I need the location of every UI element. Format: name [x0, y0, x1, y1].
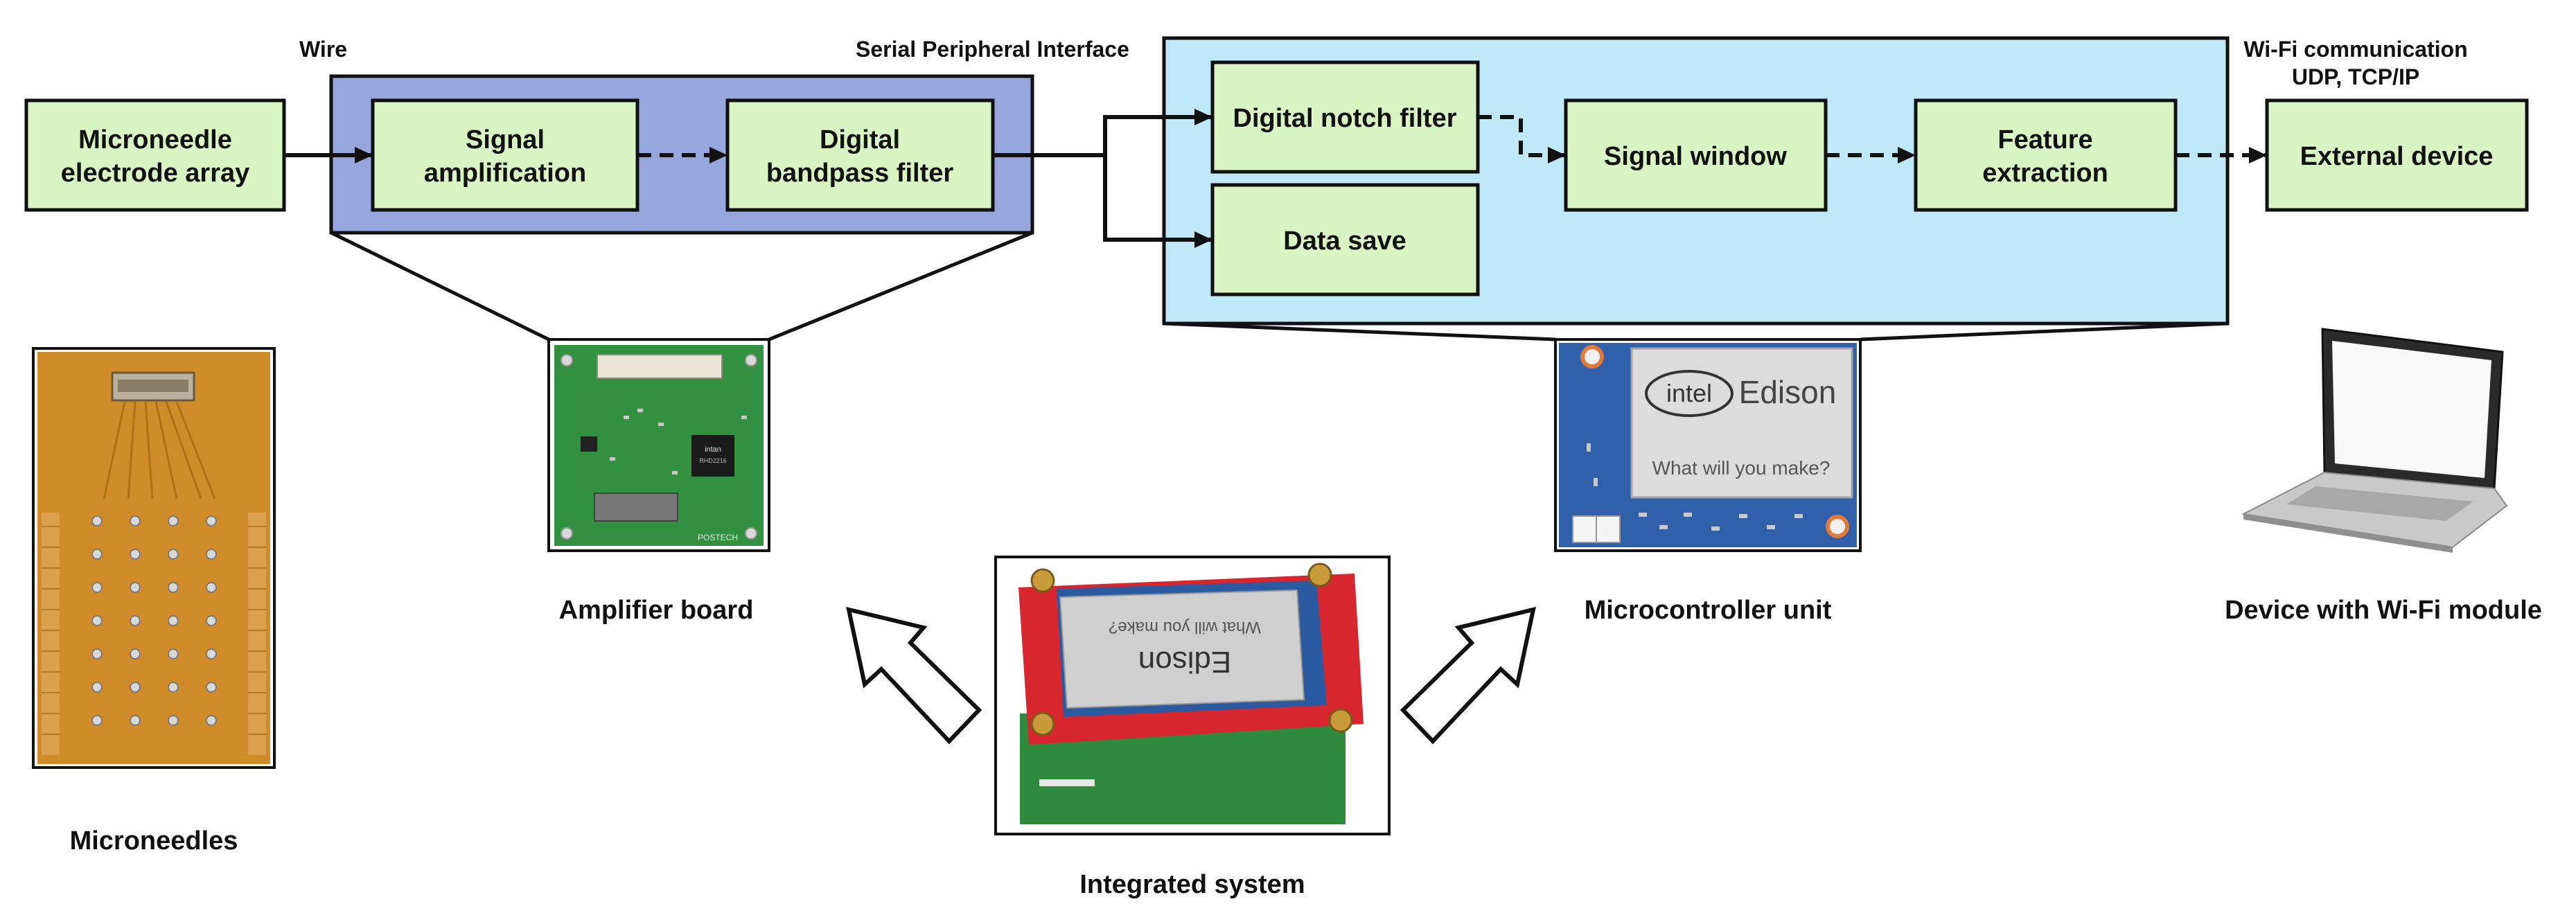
laptop-icon — [2241, 328, 2508, 553]
intel-logo-oval — [1645, 370, 1733, 417]
caption-mcu: Microcontroller unit — [1585, 596, 1832, 625]
box-electrode-line2: electrode array — [61, 159, 250, 188]
caption-integrated: Integrated system — [1079, 870, 1305, 899]
box-signal-amplification: Signal amplification — [371, 98, 639, 212]
label-wifi-line2: UDP, TCP/IP — [2292, 64, 2419, 89]
mcu-photo: intel Edison What will you make? — [1554, 338, 1862, 552]
box-bandpass-filter: Digital bandpass filter — [725, 98, 995, 212]
box-amp-line1: Signal — [466, 125, 545, 154]
box-external-label: External device — [2300, 142, 2494, 171]
box-data-save: Data save — [1210, 183, 1480, 296]
hollow-arrow-left — [846, 606, 982, 745]
mcu-callout-right — [1860, 321, 2228, 342]
arrow-spi — [993, 109, 1212, 157]
box-notch-filter: Digital notch filter — [1210, 60, 1480, 174]
amp-postech-text: POSTECH — [698, 533, 738, 542]
label-wire: Wire — [299, 37, 347, 62]
box-external-device: External device — [2265, 98, 2529, 212]
box-bandpass-line1: Digital — [820, 125, 900, 154]
mcu-edison-text: Edison — [1739, 374, 1837, 410]
box-electrode-line1: Microneedle — [78, 125, 232, 154]
svg-text:RHD2216: RHD2216 — [699, 457, 727, 464]
amp-callout-right — [768, 231, 1033, 342]
amp-connector-bottom — [594, 493, 678, 522]
box-bandpass-line2: bandpass filter — [766, 159, 953, 188]
box-signal-window: Signal window — [1564, 98, 1828, 212]
box-datasave-label: Data save — [1283, 227, 1406, 256]
mcu-intel-text: intel — [1666, 379, 1712, 407]
integrated-tagline-text: What will you make? — [1109, 618, 1261, 637]
box-notch-label: Digital notch filter — [1233, 104, 1457, 133]
box-electrode-array: Microneedle electrode array — [24, 98, 286, 212]
box-feature-line2: extraction — [1982, 159, 2108, 188]
label-spi: Serial Peripheral Interface — [856, 37, 1129, 62]
amplifier-board-photo: intan RHD2216 POSTECH — [547, 338, 770, 552]
caption-amplifier: Amplifier board — [559, 596, 754, 625]
box-feature-extraction: Feature extraction — [1914, 98, 2178, 212]
mcu-tagline-text: What will you make? — [1652, 457, 1830, 479]
mcu-callout-left — [1163, 321, 1556, 342]
caption-microneedles: Microneedles — [70, 826, 238, 856]
integrated-edison-text: Edison — [1138, 645, 1232, 679]
microneedles-photo — [32, 347, 276, 769]
integrated-system-photo: Edison What will you make? — [994, 556, 1391, 835]
hollow-arrow-right — [1400, 606, 1536, 745]
amp-callout-left — [330, 231, 550, 342]
amp-chip — [691, 435, 734, 477]
label-wifi-line1: Wi-Fi communication — [2243, 37, 2467, 62]
amp-connector-top — [597, 354, 723, 379]
svg-text:intan: intan — [705, 445, 721, 454]
box-feature-line1: Feature — [1997, 125, 2092, 154]
caption-device: Device with Wi-Fi module — [2225, 596, 2542, 625]
box-window-label: Signal window — [1604, 142, 1787, 171]
integrated-shield — [1059, 589, 1305, 709]
arrow-spi-datasave — [1103, 155, 1212, 248]
box-amp-line2: amplification — [424, 159, 586, 188]
